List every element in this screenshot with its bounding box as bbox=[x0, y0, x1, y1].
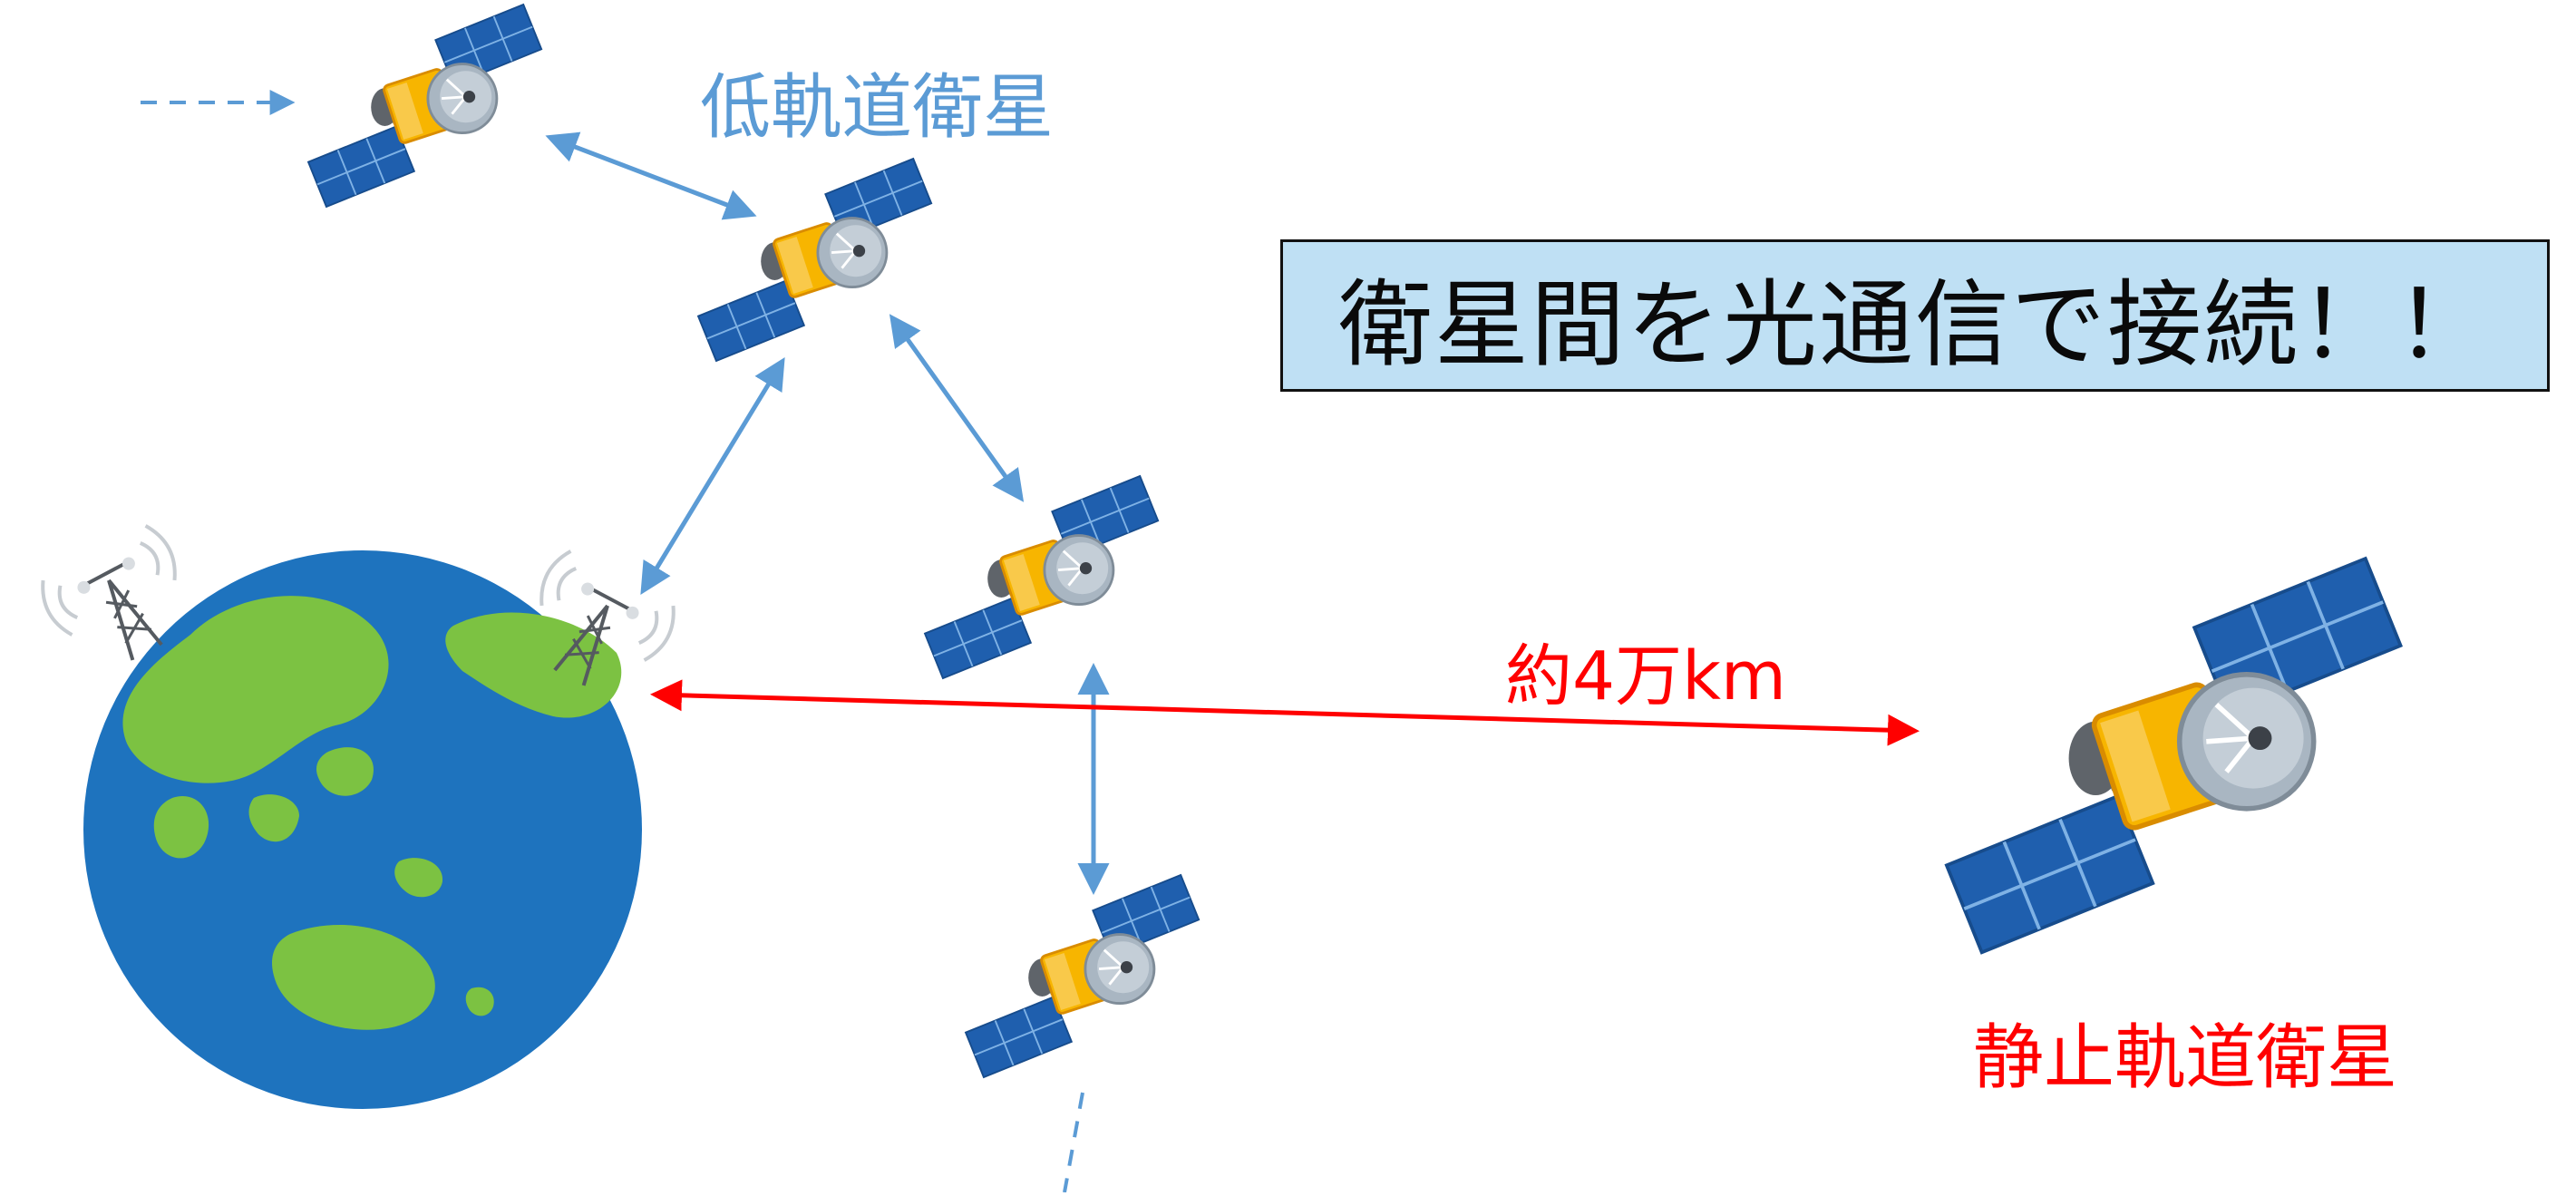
satellite-icon bbox=[1899, 559, 2448, 952]
outgoing-dashed-line bbox=[1063, 1092, 1084, 1193]
satellite-icon bbox=[939, 873, 1225, 1079]
link-arrow-sat2-sat3 bbox=[889, 314, 1025, 502]
earth-icon bbox=[83, 550, 642, 1109]
distance-label: 約4万km bbox=[1505, 637, 1787, 715]
low-orbit-satellite-label: 低軌道衛星 bbox=[700, 67, 1055, 149]
link-arrow-sat2-earth bbox=[640, 357, 785, 595]
headline-box: 衛星間を光通信で接続！！ bbox=[1280, 239, 2550, 392]
satellite-icon bbox=[899, 474, 1184, 680]
geostationary-satellite-label: 静止軌道衛星 bbox=[1973, 1017, 2398, 1099]
distance-arrow bbox=[650, 679, 1920, 746]
satellite-icon bbox=[282, 3, 568, 209]
headline-text: 衛星間を光通信で接続！！ bbox=[1337, 268, 2492, 380]
link-arrow-sat1-sat2 bbox=[545, 131, 757, 220]
satellite-icon bbox=[672, 157, 957, 363]
